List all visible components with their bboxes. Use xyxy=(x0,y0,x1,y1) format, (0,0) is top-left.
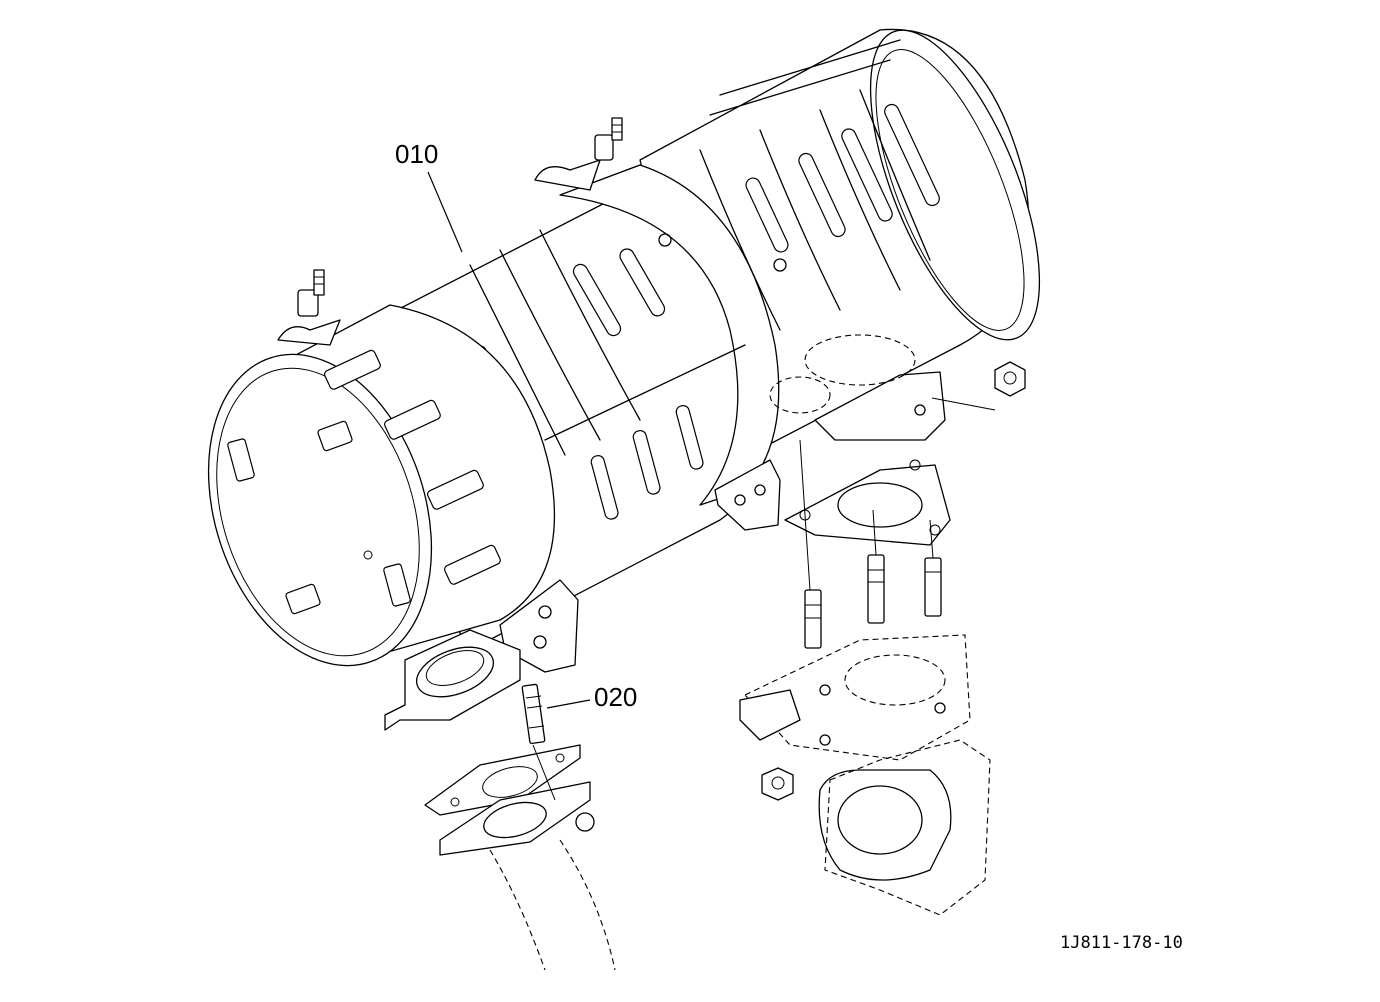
top-stud-left xyxy=(277,269,341,346)
leader-010 xyxy=(427,171,463,253)
leader-020 xyxy=(546,699,591,709)
pipe-lower-left xyxy=(489,839,616,971)
front-canister xyxy=(207,164,780,667)
outlet-flange xyxy=(384,629,521,731)
rear-outlet-flange xyxy=(769,334,946,441)
drawing-reference: 1J811-178-10 xyxy=(1060,933,1183,953)
hex-nut-top-right xyxy=(994,361,1026,397)
pipe-flange-lower-left xyxy=(439,781,595,856)
lower-bracket-right xyxy=(714,459,781,531)
gasket-right xyxy=(784,459,951,546)
center-lines xyxy=(532,397,996,801)
callout-020: 020 xyxy=(594,682,637,712)
gasket-lower-left xyxy=(424,744,581,816)
turbo-housing xyxy=(818,739,991,916)
hex-nut-lower-right xyxy=(761,767,794,801)
studs-right xyxy=(804,554,942,649)
callout-010: 010 xyxy=(395,139,438,169)
manifold-flange-right xyxy=(739,634,971,761)
top-stud-right xyxy=(534,117,623,191)
stud-020 xyxy=(521,683,546,745)
